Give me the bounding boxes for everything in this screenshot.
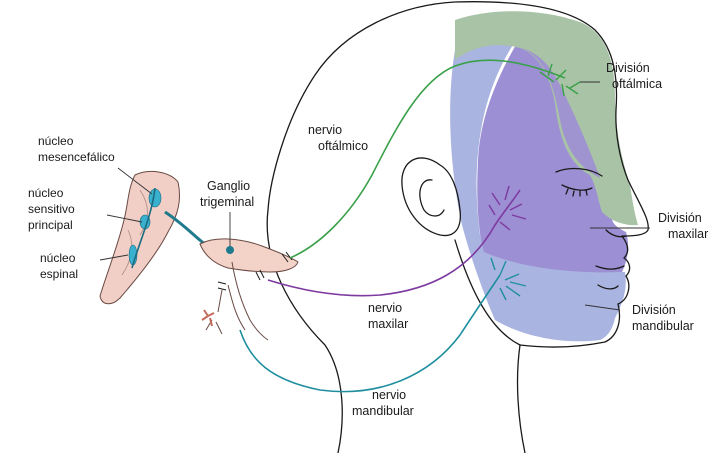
label-nucleo-sens-2: sensitivo <box>28 202 75 216</box>
jaw-line <box>454 239 521 346</box>
maxillary-region <box>477 22 629 273</box>
label-nucleo-esp-1: núcleo <box>40 251 76 265</box>
nerves <box>239 59 581 393</box>
label-nervio-mandibular-2: mandibular <box>352 404 414 418</box>
head-outline <box>266 1 649 453</box>
face-profile <box>519 235 631 348</box>
leader-sensitivo <box>106 214 143 223</box>
ear-inner <box>419 179 445 217</box>
ear <box>401 157 461 237</box>
label-ganglio-1: Ganglio <box>207 179 250 193</box>
chin-crease <box>597 284 619 290</box>
nucleus-tract <box>131 187 156 269</box>
label-nervio-maxilar-1: nervio <box>368 301 402 315</box>
label-nucleo-sens-3: principal <box>28 218 73 232</box>
mandibular-nerve-branches <box>490 257 527 301</box>
leader-mesencefalico <box>117 167 153 195</box>
label-division-oftalmica-1: División <box>606 61 650 75</box>
leader-lines <box>99 81 650 311</box>
ganglion-body <box>199 238 299 273</box>
brainstem <box>99 171 181 305</box>
label-division-mandibular-1: División <box>632 303 676 317</box>
ophthalmic-region-inner <box>520 48 600 178</box>
label-ganglio-2: trigeminal <box>200 195 254 209</box>
label-nucleo-mes-1: núcleo <box>38 134 74 148</box>
leader-espinal <box>99 254 129 261</box>
label-nucleo-esp-2: espinal <box>40 267 78 281</box>
label-nervio-mandibular-1: nervio <box>372 388 406 402</box>
trigeminal-ganglion <box>164 210 299 341</box>
ophthalmic-nerve <box>289 59 566 259</box>
nostril <box>605 229 627 238</box>
label-nucleo-mes-2: mesencefálico <box>38 150 115 164</box>
label-nervio-oftalmico-1: nervio <box>308 123 342 137</box>
label-nervio-oftalmico-2: oftálmico <box>318 139 368 153</box>
maxillary-branches <box>488 185 527 231</box>
mandibular-branches <box>201 309 215 327</box>
brainstem-shape <box>99 171 181 305</box>
label-division-oftalmica-2: oftálmica <box>612 77 662 91</box>
mandibular-nerve <box>239 274 501 393</box>
maxillary-nerve <box>267 189 521 297</box>
label-division-maxilar-2: maxilar <box>668 227 708 241</box>
neck-back <box>266 209 343 453</box>
nerve-cut-marks <box>217 251 293 291</box>
label-nucleo-sens-1: núcleo <box>28 186 64 200</box>
ophthalmic-branches <box>539 63 581 97</box>
eye <box>561 184 593 191</box>
mandibular-trunk <box>205 284 246 335</box>
mouth <box>595 265 625 270</box>
leader-mandibular <box>584 304 621 311</box>
eyelashes <box>565 188 588 197</box>
label-nervio-maxilar-2: maxilar <box>368 317 408 331</box>
neck-front <box>516 344 526 453</box>
ganglion-cell <box>226 246 234 254</box>
head-back-contour <box>267 1 649 237</box>
label-division-maxilar-1: División <box>658 211 702 225</box>
mandibular-root <box>231 261 269 341</box>
label-division-mandibular-2: mandibular <box>632 319 694 333</box>
labels: División oftálmica División maxilar Divi… <box>28 61 708 418</box>
eyebrow <box>555 167 603 177</box>
